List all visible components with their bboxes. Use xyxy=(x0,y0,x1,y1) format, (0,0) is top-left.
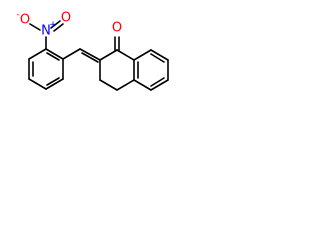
ketone-group: O xyxy=(112,21,122,51)
ring-bond xyxy=(133,79,152,91)
ring-double-bond xyxy=(150,53,165,63)
exocyclic-double-bond xyxy=(81,52,99,63)
ring-bond xyxy=(28,48,47,60)
ring-bond xyxy=(150,49,169,61)
n-o-single-bond xyxy=(29,23,41,31)
cyclohexanone-ring xyxy=(99,49,135,91)
nitro-group: N + O - O xyxy=(16,10,71,50)
ring-double-bond xyxy=(46,52,60,61)
ring-double-bond xyxy=(46,77,60,86)
oxygen-charge: - xyxy=(16,10,19,20)
ring-double-bond xyxy=(150,77,165,87)
ring-bond xyxy=(28,78,47,90)
ring-bond xyxy=(116,49,135,61)
oxygen-atom: O xyxy=(61,11,71,26)
ring-bond xyxy=(99,79,118,91)
ring-bond xyxy=(150,79,169,91)
nitrogen-charge: + xyxy=(49,20,57,30)
nitrogen-atom: N xyxy=(41,24,51,39)
ring-bond xyxy=(116,79,135,91)
ring-bond xyxy=(133,49,152,61)
exocyclic-double-bond xyxy=(79,48,101,61)
ring-bond xyxy=(45,48,64,60)
n-o-double-bond xyxy=(53,23,64,32)
nitrophenyl-ring xyxy=(28,48,64,90)
oxygen-atom: O xyxy=(112,21,122,36)
ring-bond xyxy=(45,78,64,90)
oxygen-atom: O xyxy=(20,13,30,28)
ring-bond xyxy=(99,49,118,61)
methylidene-linker xyxy=(62,48,101,63)
n-o-double-bond xyxy=(50,20,61,29)
structural-formula: N + O - O O xyxy=(16,10,169,91)
fused-benzene-ring xyxy=(133,49,169,91)
aryl-ch-bond xyxy=(62,48,81,60)
